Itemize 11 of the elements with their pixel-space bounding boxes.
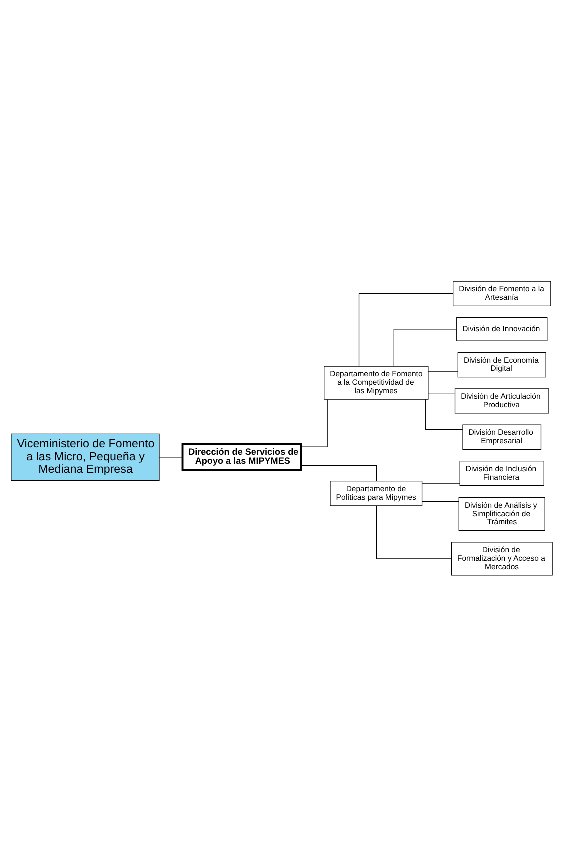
connector xyxy=(376,506,452,560)
node-box: Dirección de Servicios de Apoyo a las MIPYMES xyxy=(182,444,302,472)
connector xyxy=(394,329,457,367)
connector xyxy=(300,466,378,482)
node-box: Viceministerio de Fomento a las Micro, Pequeña y Mediana Empresa xyxy=(11,434,160,482)
connector xyxy=(358,294,454,367)
connector xyxy=(428,394,456,395)
connector xyxy=(300,399,328,448)
connector xyxy=(426,399,464,430)
connector xyxy=(422,483,460,484)
connector xyxy=(159,457,183,458)
